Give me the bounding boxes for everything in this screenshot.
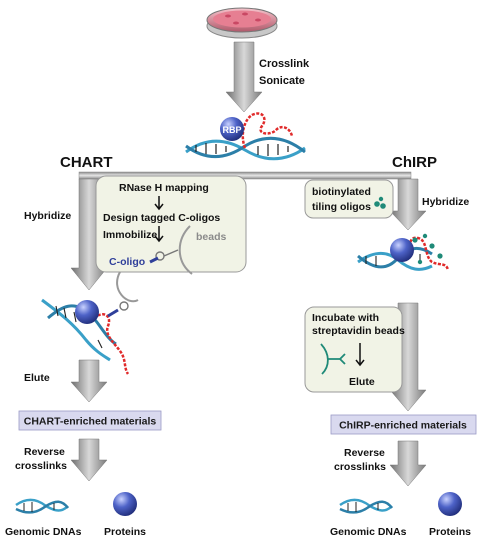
chart-elute-label: Elute <box>24 372 50 384</box>
chart-reverse-arrow <box>70 438 108 482</box>
chirp-reverse-arrow <box>389 440 427 487</box>
chirp-hybridize-arrow <box>389 178 427 231</box>
chart-enriched-box <box>18 410 162 431</box>
chart-protein-icon <box>113 492 137 516</box>
chart-proteins-label: Proteins <box>104 526 146 538</box>
chirp-crosslinks-label: crosslinks <box>334 461 386 473</box>
tiling-oligos-text: tiling oligos <box>312 201 371 213</box>
design-c-oligos-text: Design tagged C-oligos <box>103 212 220 224</box>
rbp-protein-icon <box>220 117 244 141</box>
chirp-protein-icon <box>438 492 462 516</box>
chart-method-label: CHART <box>60 154 113 171</box>
c-oligo-label: C-oligo <box>109 256 145 268</box>
chirp-elute-label: Elute <box>349 376 375 388</box>
chart-design-box: RNase H mapping Design tagged C-oligos I… <box>95 175 247 275</box>
immobilize-text: Immobilize <box>103 229 157 241</box>
chirp-proteins-label: Proteins <box>429 526 471 538</box>
chart-dna-icon <box>15 498 69 514</box>
crosslink-arrow <box>225 41 263 113</box>
chirp-enriched-box <box>330 414 477 435</box>
chart-hybridize-label: Hybridize <box>24 210 71 222</box>
split-bar <box>78 171 412 180</box>
chirp-probe-box: biotinylated tiling oligos <box>304 179 394 219</box>
chart-enriched-label: CHART-enriched materials <box>24 416 157 428</box>
incubate-text: Incubate with <box>312 312 379 324</box>
chirp-reverse-label: Reverse <box>344 447 385 459</box>
chart-elute-arrow <box>70 359 108 403</box>
chart-hybrid-complex <box>41 271 139 375</box>
rbp-label: RBP <box>222 125 241 135</box>
rnase-h-mapping-text: RNase H mapping <box>119 182 209 194</box>
streptavidin-text: streptavidin beads <box>312 325 405 337</box>
biotinylated-text: biotinylated <box>312 186 371 198</box>
petri-dish-icon <box>206 7 278 39</box>
chirp-dna-icon <box>339 498 393 514</box>
crosslink-label: Crosslink <box>259 58 310 70</box>
chirp-hybrid-complex <box>357 233 450 271</box>
chart-dna-label: Genomic DNAs <box>5 526 82 538</box>
chart-reverse-label: Reverse <box>24 446 65 458</box>
chromatin-complex: RBP <box>185 112 306 161</box>
chirp-method-label: ChIRP <box>392 154 437 171</box>
beads-label: beads <box>196 231 227 243</box>
chirp-dna-label: Genomic DNAs <box>330 526 407 538</box>
chirp-beads-box: Incubate with streptavidin beads Elute <box>304 306 405 393</box>
sonicate-label: Sonicate <box>259 75 305 87</box>
chirp-enriched-label: ChIRP-enriched materials <box>339 420 467 432</box>
chirp-hybridize-label: Hybridize <box>422 196 469 208</box>
chart-crosslinks-label: crosslinks <box>15 460 67 472</box>
